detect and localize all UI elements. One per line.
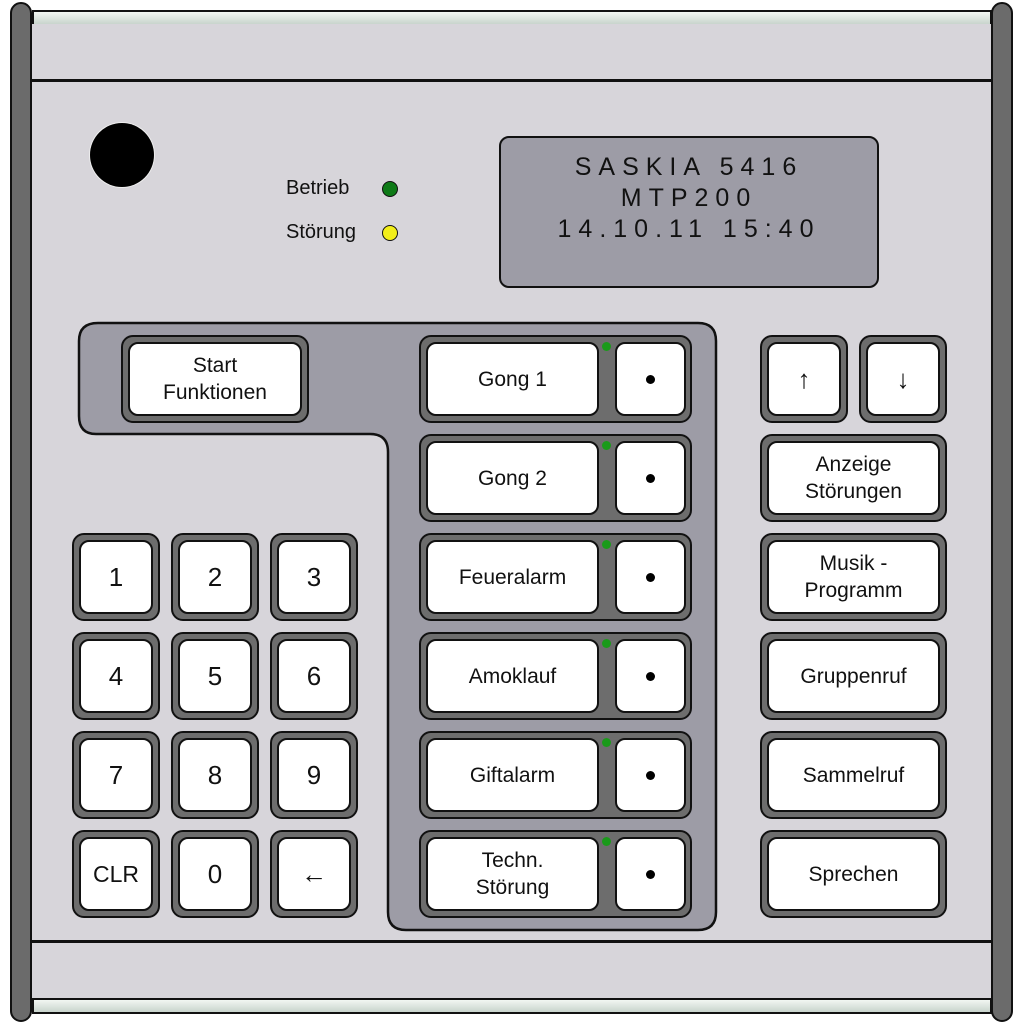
button-label: Sprechen: [808, 862, 899, 886]
dot-icon: [646, 869, 655, 879]
key-2[interactable]: 2: [178, 540, 252, 614]
button-label: Gruppenruf: [800, 664, 907, 688]
dot-icon: [646, 473, 655, 483]
key-backspace[interactable]: ←: [277, 837, 351, 911]
button-label: Musik -: [819, 552, 888, 575]
dot-icon: [646, 671, 655, 681]
status-label: Störung: [286, 221, 357, 243]
button-label: Start: [192, 354, 238, 377]
lcd-display: SASKIA 5416 MTP200 14.10.11 15:40: [499, 136, 879, 288]
techn-stoerung-led-icon: [602, 837, 611, 846]
gong-2-select-button[interactable]: [615, 441, 686, 515]
dot-icon: [646, 374, 655, 384]
button-label: Techn.: [481, 849, 544, 872]
feueralarm-button[interactable]: Feueralarm: [426, 540, 599, 614]
sprechen-button[interactable]: Sprechen: [767, 837, 940, 911]
microphone-icon: [90, 123, 154, 187]
arrow-up-icon: ↑: [797, 363, 811, 394]
amoklauf-led-icon: [602, 639, 611, 648]
giftalarm-select-button[interactable]: [615, 738, 686, 812]
gruppenruf-button[interactable]: Gruppenruf: [767, 639, 940, 713]
key-9[interactable]: 9: [277, 738, 351, 812]
button-label: Störung: [475, 876, 550, 899]
button-label: Gong 1: [478, 367, 547, 391]
techn-stoerung-select-button[interactable]: [615, 837, 686, 911]
amoklauf-button[interactable]: Amoklauf: [426, 639, 599, 713]
sammelruf-button[interactable]: Sammelruf: [767, 738, 940, 812]
key-1[interactable]: 1: [79, 540, 153, 614]
button-label: Anzeige: [815, 453, 892, 476]
musik-programm-button[interactable]: Musik - Programm: [767, 540, 940, 614]
gong-2-led-icon: [602, 441, 611, 450]
button-label: Störungen: [805, 480, 902, 503]
techn-stoerung-button[interactable]: Techn. Störung: [426, 837, 599, 911]
left-side-rail: [10, 2, 32, 1022]
dot-icon: [646, 770, 655, 780]
status-betrieb: Betrieb: [286, 177, 398, 200]
feueralarm-select-button[interactable]: [615, 540, 686, 614]
dot-icon: [646, 572, 655, 582]
button-label: Giftalarm: [469, 763, 556, 787]
button-label: Funktionen: [163, 381, 267, 404]
button-label: Gong 2: [478, 466, 547, 490]
led-green-icon: [382, 180, 398, 197]
gong-1-led-icon: [602, 342, 611, 351]
key-0[interactable]: 0: [178, 837, 252, 911]
key-6[interactable]: 6: [277, 639, 351, 713]
key-3[interactable]: 3: [277, 540, 351, 614]
gong-1-button[interactable]: Gong 1: [426, 342, 599, 416]
feueralarm-led-icon: [602, 540, 611, 549]
key-8[interactable]: 8: [178, 738, 252, 812]
arrow-left-icon: ←: [301, 858, 327, 889]
down-button[interactable]: ↓: [866, 342, 940, 416]
giftalarm-led-icon: [602, 738, 611, 747]
button-label: Programm: [804, 579, 903, 602]
right-side-rail: [991, 2, 1013, 1022]
button-label: Feueralarm: [458, 565, 567, 589]
bottom-band: [32, 940, 992, 1000]
key-5[interactable]: 5: [178, 639, 252, 713]
button-label: Amoklauf: [468, 664, 557, 688]
button-label: Sammelruf: [802, 763, 905, 787]
display-line-2: MTP200: [620, 184, 758, 212]
status-label: Betrieb: [286, 177, 350, 199]
key-4[interactable]: 4: [79, 639, 153, 713]
arrow-down-icon: ↓: [896, 363, 910, 394]
amoklauf-select-button[interactable]: [615, 639, 686, 713]
display-line-1: SASKIA 5416: [574, 153, 804, 181]
led-yellow-icon: [382, 224, 398, 241]
status-stoerung: Störung: [286, 221, 398, 244]
up-button[interactable]: ↑: [767, 342, 841, 416]
display-line-3: 14.10.11 15:40: [557, 215, 821, 243]
gong-1-select-button[interactable]: [615, 342, 686, 416]
key-clear[interactable]: CLR: [79, 837, 153, 911]
top-band: [32, 24, 992, 82]
gong-2-button[interactable]: Gong 2: [426, 441, 599, 515]
giftalarm-button[interactable]: Giftalarm: [426, 738, 599, 812]
key-7[interactable]: 7: [79, 738, 153, 812]
